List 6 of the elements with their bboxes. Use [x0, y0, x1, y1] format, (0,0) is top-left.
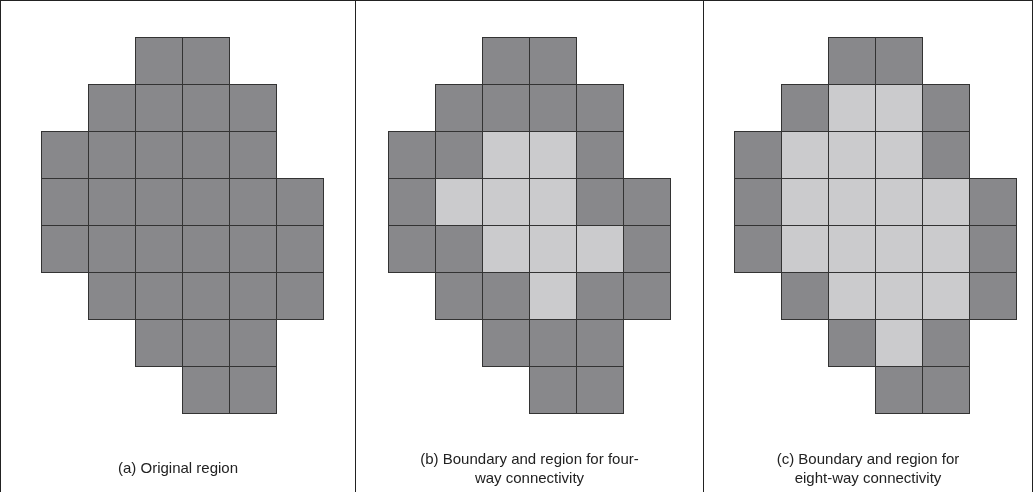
- figure-panel: [355, 0, 703, 492]
- figure-panel: [0, 0, 355, 492]
- panel-caption: (b) Boundary and region for four-way connectivity: [419, 449, 640, 487]
- figure-panel: [703, 0, 1033, 492]
- panel-caption: (a) Original region: [116, 458, 240, 477]
- panel-caption: (c) Boundary and region for eight-way connectivity: [775, 449, 961, 487]
